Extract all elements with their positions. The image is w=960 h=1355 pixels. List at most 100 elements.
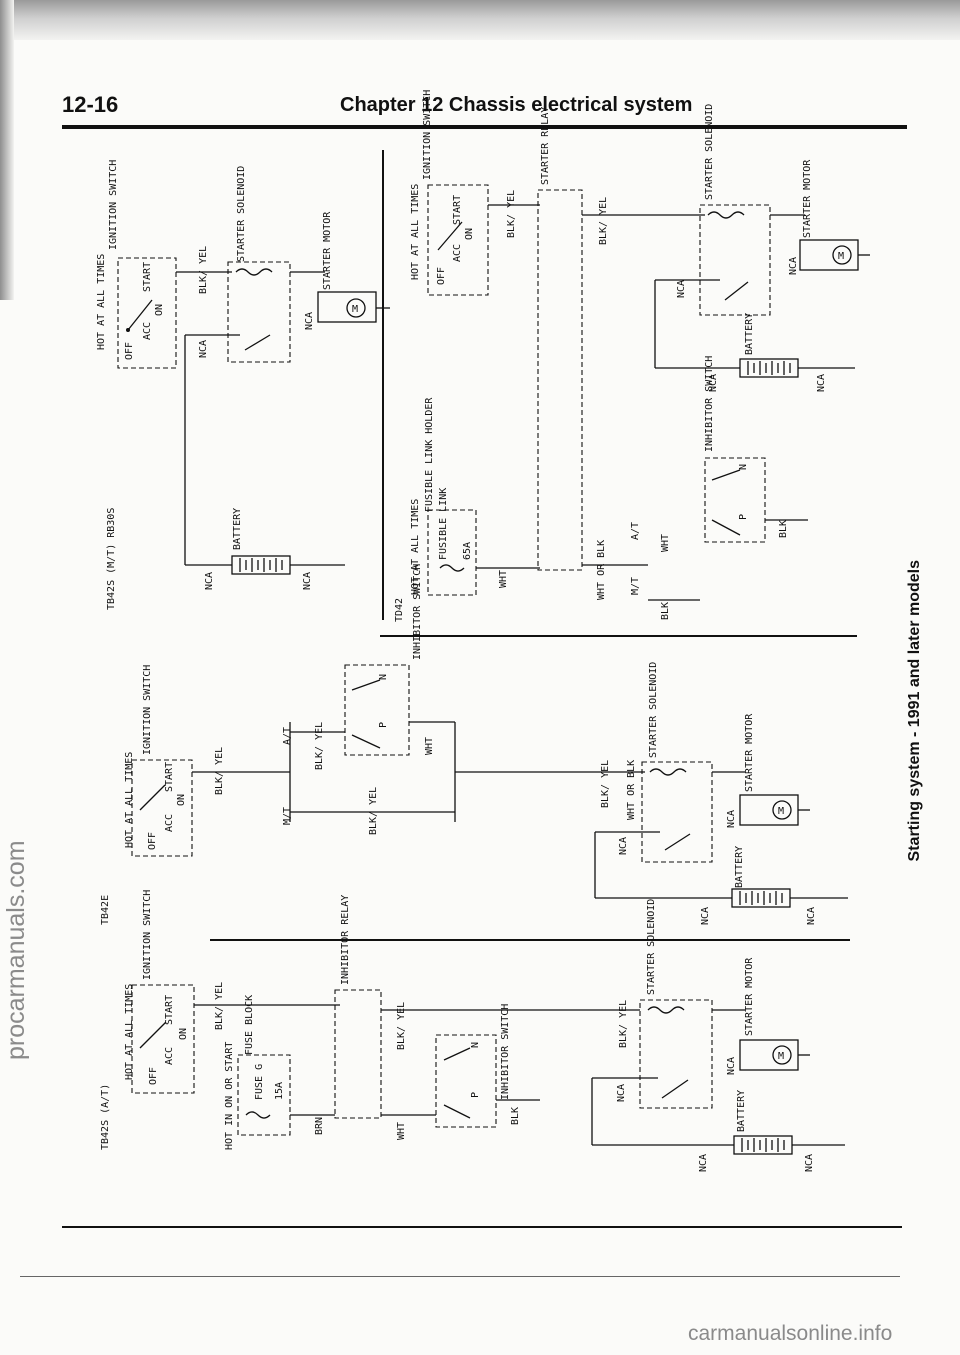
label-nca: NCA — [618, 837, 629, 855]
label-fuse-block: FUSE BLOCK — [244, 995, 255, 1055]
label-nca: NCA — [304, 312, 315, 330]
label-start: START — [164, 762, 175, 792]
label-off: OFF — [436, 267, 447, 285]
diagram-tb42s-mt: M IGNITION SWITCH HOT AT ALL TIMES START… — [96, 160, 390, 610]
label-starter-relay: STARTER RELAY — [540, 107, 551, 185]
battery-symbol — [739, 358, 799, 378]
label-wht-or-blk: WHT OR BLK — [596, 540, 607, 600]
label-hot-at-all-times: HOT AT ALL TIMES — [96, 254, 107, 350]
label-blk-yel: BLK/ YEL — [198, 246, 209, 294]
label-inhibitor-switch: INHIBITOR SWITCH — [412, 564, 423, 660]
motor-letter: M — [352, 304, 358, 315]
label-nca: NCA — [816, 374, 827, 392]
label-15a: 15A — [274, 1082, 285, 1100]
diagram-td42: M IGNITION SWITCH HOT AT ALL TIMES START… — [394, 90, 870, 622]
fuse-symbol — [245, 1111, 271, 1119]
label-off: OFF — [147, 832, 158, 850]
label-blk-yel: BLK/ YEL — [598, 197, 609, 245]
ignition-switch-box — [131, 984, 195, 1094]
label-starter-solenoid: STARTER SOLENOID — [648, 662, 659, 758]
label-battery: BATTERY — [736, 1090, 747, 1132]
header-rule — [62, 125, 907, 129]
ignition-switch-contact — [127, 299, 153, 331]
label-acc: ACC — [164, 1047, 175, 1065]
label-n: N — [378, 674, 389, 680]
motor-symbol — [832, 245, 852, 265]
label-on: ON — [178, 1028, 189, 1040]
label-nca: NCA — [302, 572, 313, 590]
motor-symbol — [346, 298, 366, 318]
label-blk-yel: BLK/ YEL — [214, 982, 225, 1030]
bottom-rule — [62, 1226, 902, 1228]
motor-letter: M — [838, 251, 844, 262]
label-ignition-switch: IGNITION SWITCH — [422, 90, 433, 180]
chapter-title: Chapter 12 Chassis electrical system — [340, 94, 693, 116]
label-n: N — [738, 464, 749, 470]
starter-motor-box — [739, 794, 799, 826]
bottom-rule-faint — [20, 1276, 900, 1277]
ignition-switch-box — [427, 184, 489, 296]
fusible-link-holder-box — [427, 509, 477, 596]
label-blk-yel: BLK/ YEL — [600, 760, 611, 808]
side-running-title: Starting system - 1991 and later models — [906, 560, 923, 862]
label-nca: NCA — [204, 572, 215, 590]
label-battery: BATTERY — [232, 508, 243, 550]
label-nca: NCA — [726, 1057, 737, 1075]
label-on: ON — [176, 794, 187, 806]
label-on: ON — [154, 304, 165, 316]
model-code-tb42e: TB42E — [100, 895, 111, 925]
label-starter-solenoid: STARTER SOLENOID — [704, 104, 715, 200]
label-nca: NCA — [708, 374, 719, 392]
battery-symbol — [733, 1135, 793, 1155]
label-inhibitor-switch: INHIBITOR SWITCH — [704, 356, 715, 452]
label-blk-yel: BLK/ YEL — [396, 1002, 407, 1050]
inhibitor-switch-box — [704, 457, 766, 543]
starter-solenoid-box — [639, 999, 713, 1109]
label-starter-solenoid: STARTER SOLENOID — [236, 166, 247, 262]
label-at: A/T — [630, 522, 641, 540]
label-nca: NCA — [616, 1084, 627, 1102]
ignition-switch-box — [117, 257, 177, 369]
label-on: ON — [464, 228, 475, 240]
fuse-block-box — [237, 1054, 291, 1136]
label-p: P — [378, 722, 389, 728]
motor-letter: M — [778, 1051, 784, 1062]
solenoid-coil — [235, 268, 273, 276]
fusible-link-symbol — [439, 564, 465, 572]
battery-symbol — [731, 888, 791, 908]
label-wht: WHT — [396, 1122, 407, 1140]
battery-symbol — [231, 555, 291, 575]
motor-symbol — [772, 1045, 792, 1065]
label-hot-at-all-times: HOT AT ALL TIMES — [124, 984, 135, 1080]
label-wht: WHT — [498, 570, 509, 588]
label-hot-at-all-times: HOT AT ALL TIMES — [410, 184, 421, 280]
label-wht: WHT — [660, 534, 671, 552]
label-hot-at-all-times: HOT AT ALL TIMES — [124, 752, 135, 848]
label-starter-motor: STARTER MOTOR — [322, 211, 333, 290]
label-mt: M/T — [630, 577, 641, 595]
label-nca: NCA — [788, 257, 799, 275]
label-nca: NCA — [804, 1154, 815, 1172]
label-p: P — [738, 514, 749, 520]
label-start: START — [142, 262, 153, 292]
label-blk-yel: BLK/ YEL — [214, 747, 225, 795]
model-code-td42: TD42 — [394, 598, 405, 622]
label-acc: ACC — [164, 814, 175, 832]
starter-solenoid-box — [227, 261, 291, 363]
label-battery: BATTERY — [734, 846, 745, 888]
label-blk: BLK — [510, 1107, 521, 1125]
label-mt: M/T — [282, 807, 293, 825]
label-off: OFF — [148, 1067, 159, 1085]
label-nca: NCA — [676, 280, 687, 298]
starter-motor-box — [799, 239, 859, 271]
label-off: OFF — [124, 342, 135, 360]
label-acc: ACC — [452, 244, 463, 262]
diagram-tb42e: M IGNITION SWITCH HOT AT ALL TIMES START… — [100, 564, 848, 925]
label-nca: NCA — [726, 810, 737, 828]
label-ignition-switch: IGNITION SWITCH — [142, 665, 153, 755]
ignition-switch-box — [131, 759, 193, 857]
label-starter-motor: STARTER MOTOR — [744, 713, 755, 792]
label-blk-yel: BLK/ YEL — [618, 1000, 629, 1048]
label-blk: BLK — [778, 520, 789, 538]
label-ignition-switch: IGNITION SWITCH — [142, 890, 153, 980]
